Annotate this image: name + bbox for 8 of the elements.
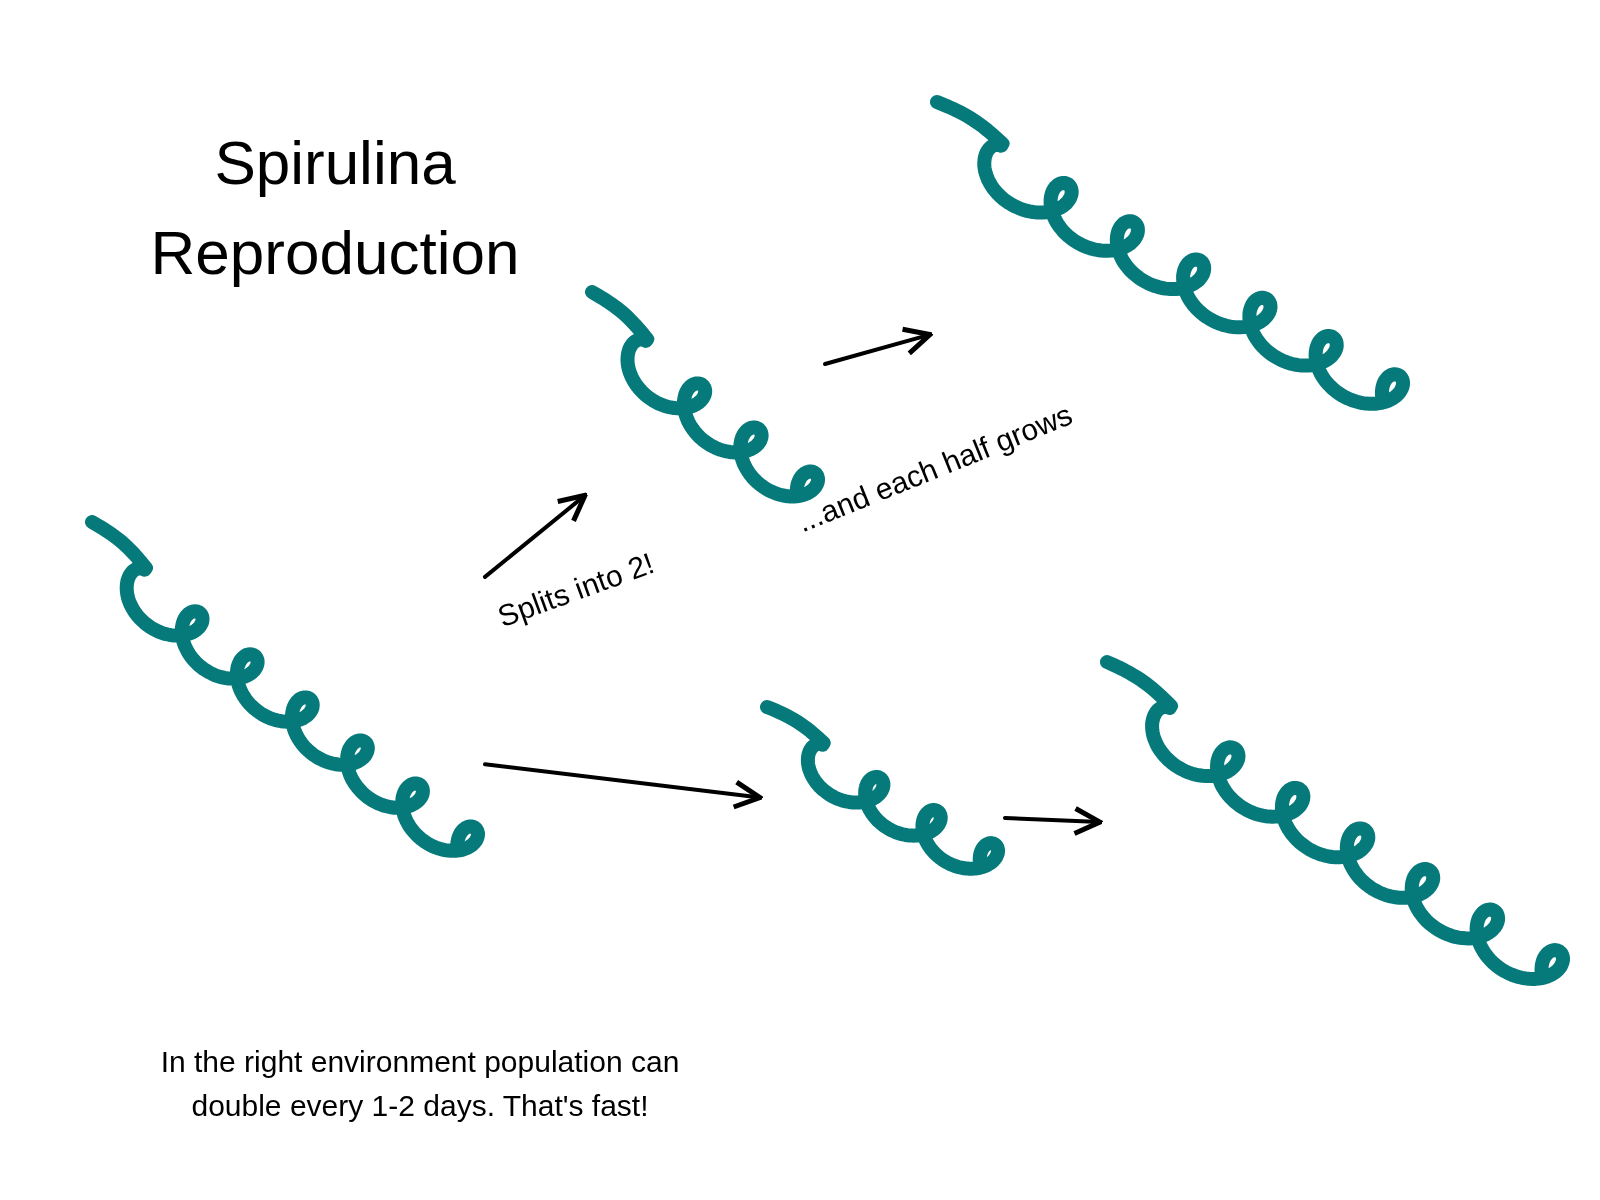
- annotation-text: Splits into 2!: [493, 546, 659, 634]
- arrow: [483, 762, 763, 810]
- arrow: [483, 492, 588, 579]
- annotation-text: ...and each half grows: [792, 397, 1078, 539]
- arrow: [823, 326, 933, 366]
- arrow: [1003, 806, 1103, 836]
- caption: In the right environment population can double every 1-2 days. That's fast!: [159, 1044, 681, 1124]
- title: Spirulina Reproduction: [149, 127, 521, 289]
